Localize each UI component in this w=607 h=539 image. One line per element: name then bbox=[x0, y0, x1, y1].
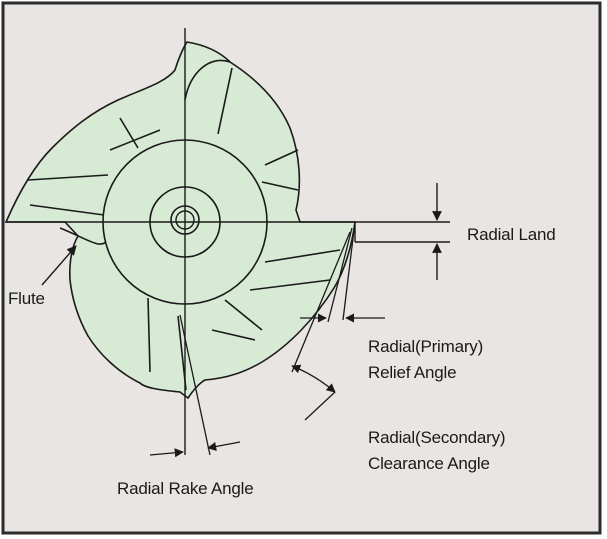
flute-leader bbox=[41, 245, 77, 286]
rake-arrow-right bbox=[207, 441, 241, 451]
relief-line-2 bbox=[327, 227, 353, 323]
secondary-clearance-leader bbox=[304, 391, 336, 421]
relief-line-3 bbox=[291, 231, 351, 373]
secondary-clearance-label-line1: Radial(Secondary) bbox=[368, 428, 506, 447]
flute-label: Flute bbox=[8, 289, 45, 308]
secondary-clearance-label-line2: Clearance Angle bbox=[368, 454, 490, 473]
rake-angle-line bbox=[179, 314, 211, 456]
primary-relief-label-line1: Radial(Primary) bbox=[368, 337, 484, 356]
relief-line-1 bbox=[342, 221, 356, 321]
radial-land-label: Radial Land bbox=[467, 225, 556, 244]
radial-rake-angle-label: Radial Rake Angle bbox=[117, 479, 254, 498]
primary-relief-label-line2: Relief Angle bbox=[368, 363, 457, 382]
rake-arrow-left bbox=[149, 448, 184, 458]
secondary-clearance-arc bbox=[291, 364, 336, 393]
